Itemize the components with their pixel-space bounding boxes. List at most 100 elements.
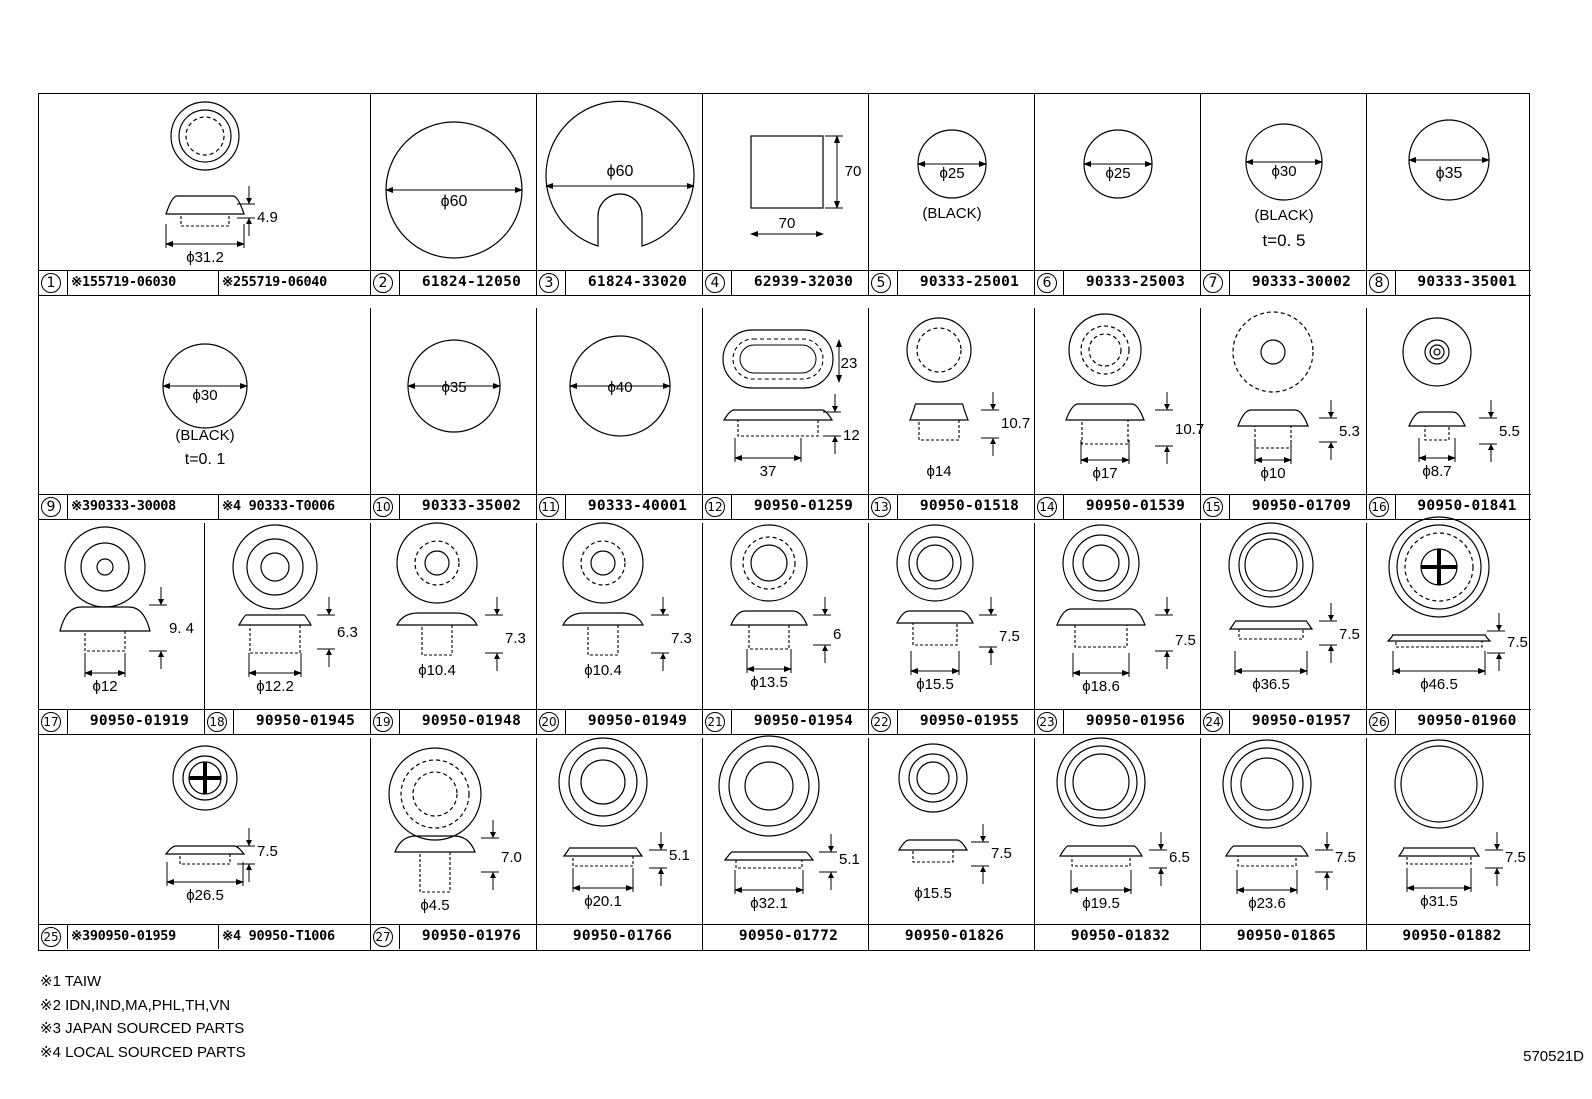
arrow-head bbox=[246, 864, 252, 870]
outline bbox=[1433, 348, 1441, 356]
grommet-side-view bbox=[562, 612, 644, 656]
label-divider bbox=[399, 925, 401, 949]
outline bbox=[185, 116, 225, 156]
part-number: 90950-01709 bbox=[1251, 498, 1352, 514]
dimension-label: ϕ15.5 bbox=[914, 885, 952, 902]
part-number: 90333-35001 bbox=[1417, 274, 1517, 290]
grommet-top-view bbox=[388, 747, 482, 841]
callout-number: 27 bbox=[373, 927, 393, 947]
part-number: 90950-01954 bbox=[753, 713, 854, 729]
part-drawing-c2: ϕ60 bbox=[371, 94, 537, 270]
callout-number: 17 bbox=[41, 712, 61, 732]
arrow-head bbox=[1158, 868, 1164, 874]
part-number-label: 4 62939-32030 bbox=[703, 270, 869, 296]
grommet-side-view bbox=[1386, 634, 1492, 648]
part-number: 90950-01539 bbox=[1085, 498, 1186, 514]
arrow-head bbox=[326, 609, 332, 615]
color-note: (BLACK) bbox=[175, 427, 234, 444]
dimension-label: ϕ35 bbox=[1436, 165, 1463, 182]
label-divider bbox=[565, 271, 567, 295]
callout-number: 16 bbox=[1369, 497, 1389, 517]
outline bbox=[1260, 339, 1286, 365]
part-number: 90950-01841 bbox=[1417, 498, 1517, 514]
outline bbox=[1404, 532, 1474, 602]
dimension-label: 70 bbox=[779, 215, 796, 232]
grommet-top-view bbox=[170, 101, 240, 171]
part-number: 90333-30002 bbox=[1251, 274, 1352, 290]
grommet-top-view bbox=[562, 522, 644, 604]
callout-number: 7 bbox=[1203, 273, 1223, 293]
callout-number: 1 bbox=[41, 273, 61, 293]
outline bbox=[1088, 333, 1122, 367]
dimension-label: ϕ31.5 bbox=[1420, 893, 1458, 910]
part-drawing-c9: ϕ30(BLACK)t=0. 1 bbox=[39, 308, 371, 494]
outline bbox=[908, 536, 962, 590]
arrow-head bbox=[980, 836, 986, 842]
outline bbox=[1244, 538, 1298, 592]
arrow-head bbox=[822, 645, 828, 651]
label-divider bbox=[1395, 495, 1397, 519]
dimension-label: ϕ12.2 bbox=[256, 678, 294, 695]
label-divider bbox=[218, 271, 220, 295]
grommet-side-view bbox=[897, 839, 969, 863]
dimension-label: 6 bbox=[833, 626, 841, 643]
dimension-label: 7.3 bbox=[505, 630, 526, 647]
callout-number: 4 bbox=[705, 273, 725, 293]
label-divider bbox=[67, 271, 69, 295]
label-divider bbox=[218, 495, 220, 519]
part-number: 62939-32030 bbox=[753, 274, 854, 290]
callout-number: 24 bbox=[1203, 712, 1223, 732]
dimension-label: 10.7 bbox=[1175, 421, 1204, 438]
dimension-label: 5.1 bbox=[669, 847, 690, 864]
callout-number: 13 bbox=[871, 497, 891, 517]
dimension-label: ϕ4.5 bbox=[420, 897, 449, 914]
arrow-head bbox=[158, 651, 164, 657]
grommet-side-view bbox=[1237, 409, 1309, 449]
label-divider bbox=[565, 495, 567, 519]
part-number: 90950-01945 bbox=[255, 713, 356, 729]
arrow-head bbox=[1324, 872, 1330, 878]
part-number-label: 90950-01766 bbox=[537, 924, 703, 950]
part-number: ※4 90333-T0006 bbox=[222, 498, 335, 514]
label-divider bbox=[1229, 495, 1231, 519]
outline bbox=[590, 550, 616, 576]
part-number: ※390333-30008 bbox=[71, 498, 176, 514]
arrow-head bbox=[1328, 412, 1334, 418]
callout-number: 10 bbox=[373, 497, 393, 517]
outline bbox=[568, 747, 638, 817]
grommet-side-view bbox=[909, 403, 969, 441]
grommet-side-view bbox=[396, 612, 478, 656]
arrow-head bbox=[1328, 645, 1334, 651]
dimension-label: 4.9 bbox=[257, 209, 278, 226]
part-number-label: 90950-01826 bbox=[869, 924, 1035, 950]
grommet-side-view bbox=[1058, 845, 1144, 867]
grommet-side-view bbox=[394, 835, 476, 893]
part-number: 90950-01948 bbox=[421, 713, 522, 729]
part-number: 90950-01919 bbox=[89, 713, 190, 729]
label-divider bbox=[218, 925, 220, 949]
dimension-label: ϕ31.2 bbox=[186, 249, 224, 266]
part-number: 90950-01826 bbox=[904, 928, 1005, 944]
grommet-top-view bbox=[896, 524, 974, 602]
part-number: 90333-25001 bbox=[919, 274, 1020, 290]
grommet-side-view bbox=[896, 610, 974, 646]
footnote-1: ※1 TAIW bbox=[40, 973, 102, 990]
arrow-head bbox=[822, 609, 828, 615]
dimension-label: ϕ60 bbox=[607, 163, 634, 180]
footnote-2: ※2 IDN,IND,MA,PHL,TH,VN bbox=[40, 996, 231, 1014]
cross-plug-icon bbox=[188, 761, 222, 795]
outline bbox=[580, 540, 626, 586]
part-number: 61824-33020 bbox=[587, 274, 688, 290]
grommet-top-view bbox=[172, 745, 238, 811]
dimension-label: ϕ46.5 bbox=[1420, 676, 1458, 693]
